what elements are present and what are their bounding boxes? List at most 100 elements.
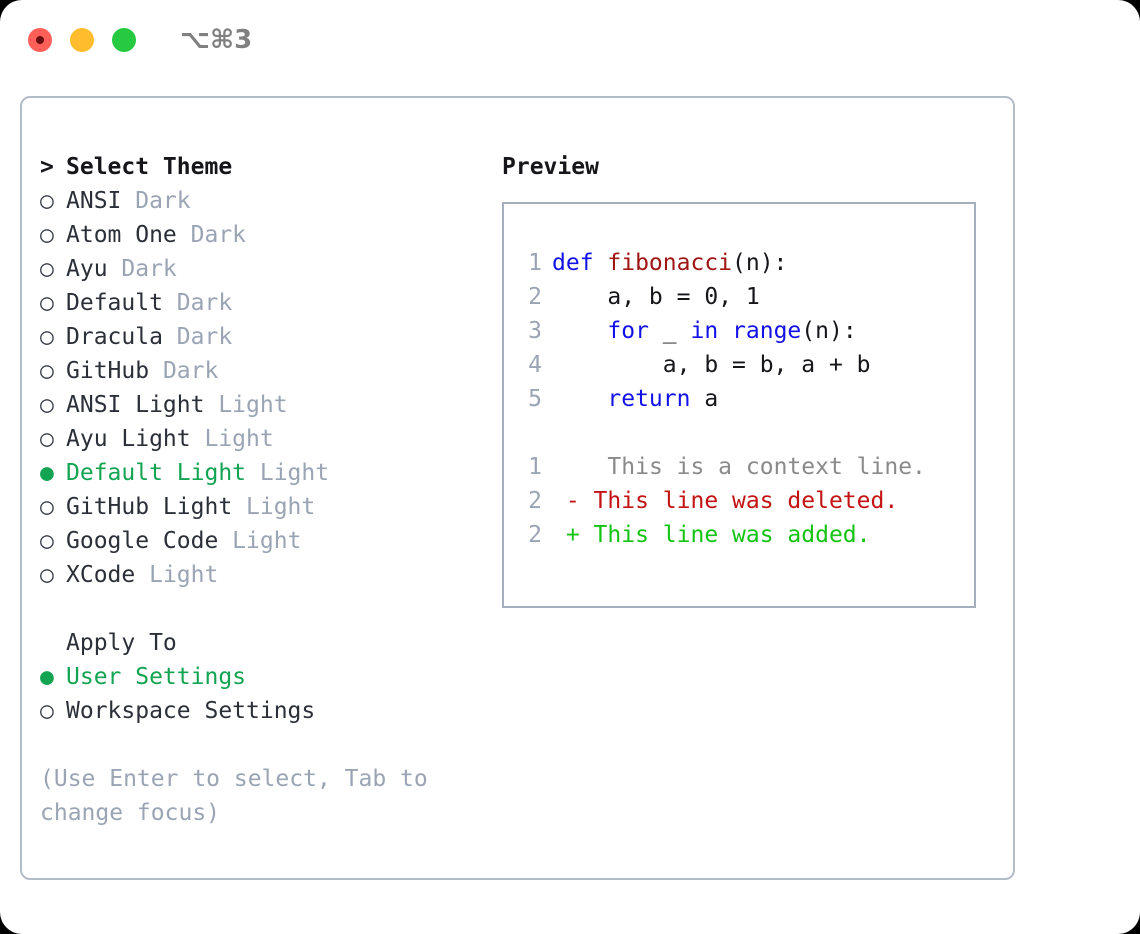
diff-line: 1 This is a context line. [504, 450, 974, 484]
theme-variant-label: Dark [121, 188, 191, 214]
diff-text: This is a context line. [579, 454, 926, 480]
code-line: 5 return a [504, 382, 974, 416]
radio-selected-icon[interactable]: ● [40, 664, 54, 690]
line-number: 2 [528, 284, 542, 310]
select-theme-header: > Select Theme [40, 150, 480, 184]
code-token: for [607, 318, 663, 344]
theme-list-item[interactable]: ○ Atom One Dark [40, 218, 480, 252]
theme-name: Default [66, 290, 163, 316]
radio-unselected-icon[interactable]: ○ [40, 426, 54, 452]
code-diff-spacer [504, 416, 974, 450]
theme-list-item[interactable]: ○ Google Code Light [40, 524, 480, 558]
radio-unselected-icon[interactable]: ○ [40, 528, 54, 554]
window-titlebar: ⌥⌘3 [0, 0, 1140, 80]
line-number: 5 [528, 386, 542, 412]
theme-name: Atom One [66, 222, 177, 248]
theme-list: ○ ANSI Dark ○ Atom One Dark ○ Ayu Dark ○ Defaul… [40, 184, 480, 592]
theme-picker-card: > Select Theme ○ ANSI Dark ○ Atom One Dark ○ A… [20, 96, 1015, 880]
apply-to-option-list: ● User Settings ○ Workspace Settings [40, 660, 480, 728]
minimize-window-icon[interactable] [70, 28, 94, 52]
apply-to-marker-placeholder [40, 626, 66, 660]
code-line: 3 for _ in range(n): [504, 314, 974, 348]
theme-list-item[interactable]: ○ Ayu Dark [40, 252, 480, 286]
code-token [552, 318, 607, 344]
theme-variant-label: Dark [107, 256, 177, 282]
radio-unselected-icon[interactable]: ○ [40, 256, 54, 282]
radio-unselected-icon[interactable]: ○ [40, 392, 54, 418]
line-number: 2 [528, 522, 542, 548]
radio-unselected-icon[interactable]: ○ [40, 324, 54, 350]
code-token: (n): [801, 318, 857, 344]
theme-list-item[interactable]: ○ Ayu Light Light [40, 422, 480, 456]
radio-unselected-icon[interactable]: ○ [40, 494, 54, 520]
apply-to-option[interactable]: ● User Settings [40, 660, 480, 694]
theme-variant-label: Dark [162, 324, 233, 350]
diff-text: This line was added. [579, 522, 871, 548]
radio-unselected-icon[interactable]: ○ [40, 698, 54, 724]
theme-variant-label: Light [218, 528, 302, 554]
code-token: return [607, 386, 705, 412]
keyboard-hint-text: (Use Enter to select, Tab to change focu… [40, 766, 442, 826]
theme-variant-label: Dark [176, 222, 247, 248]
apply-to-option-label: User Settings [66, 664, 247, 690]
theme-name: Default Light [66, 460, 247, 486]
diff-sample: 1 This is a context line.2 - This line w… [504, 450, 974, 552]
theme-variant-label: Light [246, 460, 330, 486]
diff-line: 2 - This line was deleted. [504, 484, 974, 518]
theme-list-item[interactable]: ● Default Light Light [40, 456, 480, 490]
line-number: 2 [528, 488, 542, 514]
preview-title: Preview [502, 154, 599, 180]
section-spacer [40, 592, 480, 626]
close-window-icon[interactable] [28, 28, 52, 52]
apply-to-option[interactable]: ○ Workspace Settings [40, 694, 480, 728]
theme-name: ANSI Light [66, 392, 205, 418]
theme-list-item[interactable]: ○ GitHub Light Light [40, 490, 480, 524]
apply-to-option-label: Workspace Settings [66, 698, 316, 724]
theme-variant-label: Light [190, 426, 274, 452]
theme-name: Google Code [66, 528, 219, 554]
theme-variant-label: Light [135, 562, 219, 588]
radio-selected-icon[interactable]: ● [40, 460, 54, 486]
code-token: a, b = b, a + b [552, 352, 871, 378]
theme-name: XCode [66, 562, 136, 588]
prompt-caret-icon: > [40, 154, 54, 180]
theme-name: Ayu [66, 256, 108, 282]
theme-variant-label: Light [204, 392, 288, 418]
maximize-window-icon[interactable] [112, 28, 136, 52]
line-number: 3 [528, 318, 542, 344]
theme-name: Ayu Light [66, 426, 191, 452]
diff-marker: - [552, 488, 580, 514]
theme-list-item[interactable]: ○ Dracula Dark [40, 320, 480, 354]
radio-unselected-icon[interactable]: ○ [40, 562, 54, 588]
theme-selection-column: > Select Theme ○ ANSI Dark ○ Atom One Dark ○ A… [40, 150, 480, 830]
code-token: (n): [732, 250, 788, 276]
radio-unselected-icon[interactable]: ○ [40, 222, 54, 248]
apply-to-label: Apply To [66, 630, 177, 656]
code-token: in [690, 318, 733, 344]
theme-list-item[interactable]: ○GitHub Dark [40, 354, 480, 388]
theme-variant-label: Dark [149, 358, 219, 384]
theme-list-item[interactable]: ○ ANSI Dark [40, 184, 480, 218]
code-token: range [732, 318, 802, 344]
theme-name: Dracula [66, 324, 163, 350]
code-token: fibonacci [607, 250, 733, 276]
diff-text: This line was deleted. [579, 488, 899, 514]
code-line: 4 a, b = b, a + b [504, 348, 974, 382]
radio-unselected-icon[interactable]: ○ [40, 358, 54, 384]
code-token: def [552, 250, 608, 276]
select-theme-label: Select Theme [66, 154, 233, 180]
radio-unselected-icon[interactable]: ○ [40, 188, 54, 214]
theme-name: GitHub Light [66, 494, 233, 520]
diff-marker: + [552, 522, 580, 548]
theme-list-item[interactable]: ○ ANSI Light Light [40, 388, 480, 422]
apply-to-header: Apply To [40, 626, 480, 660]
theme-list-item[interactable]: ○ XCode Light [40, 558, 480, 592]
code-token [552, 386, 607, 412]
radio-unselected-icon[interactable]: ○ [40, 290, 54, 316]
theme-name: ANSI [66, 188, 122, 214]
theme-variant-label: Light [232, 494, 316, 520]
theme-list-item[interactable]: ○Default Dark [40, 286, 480, 320]
